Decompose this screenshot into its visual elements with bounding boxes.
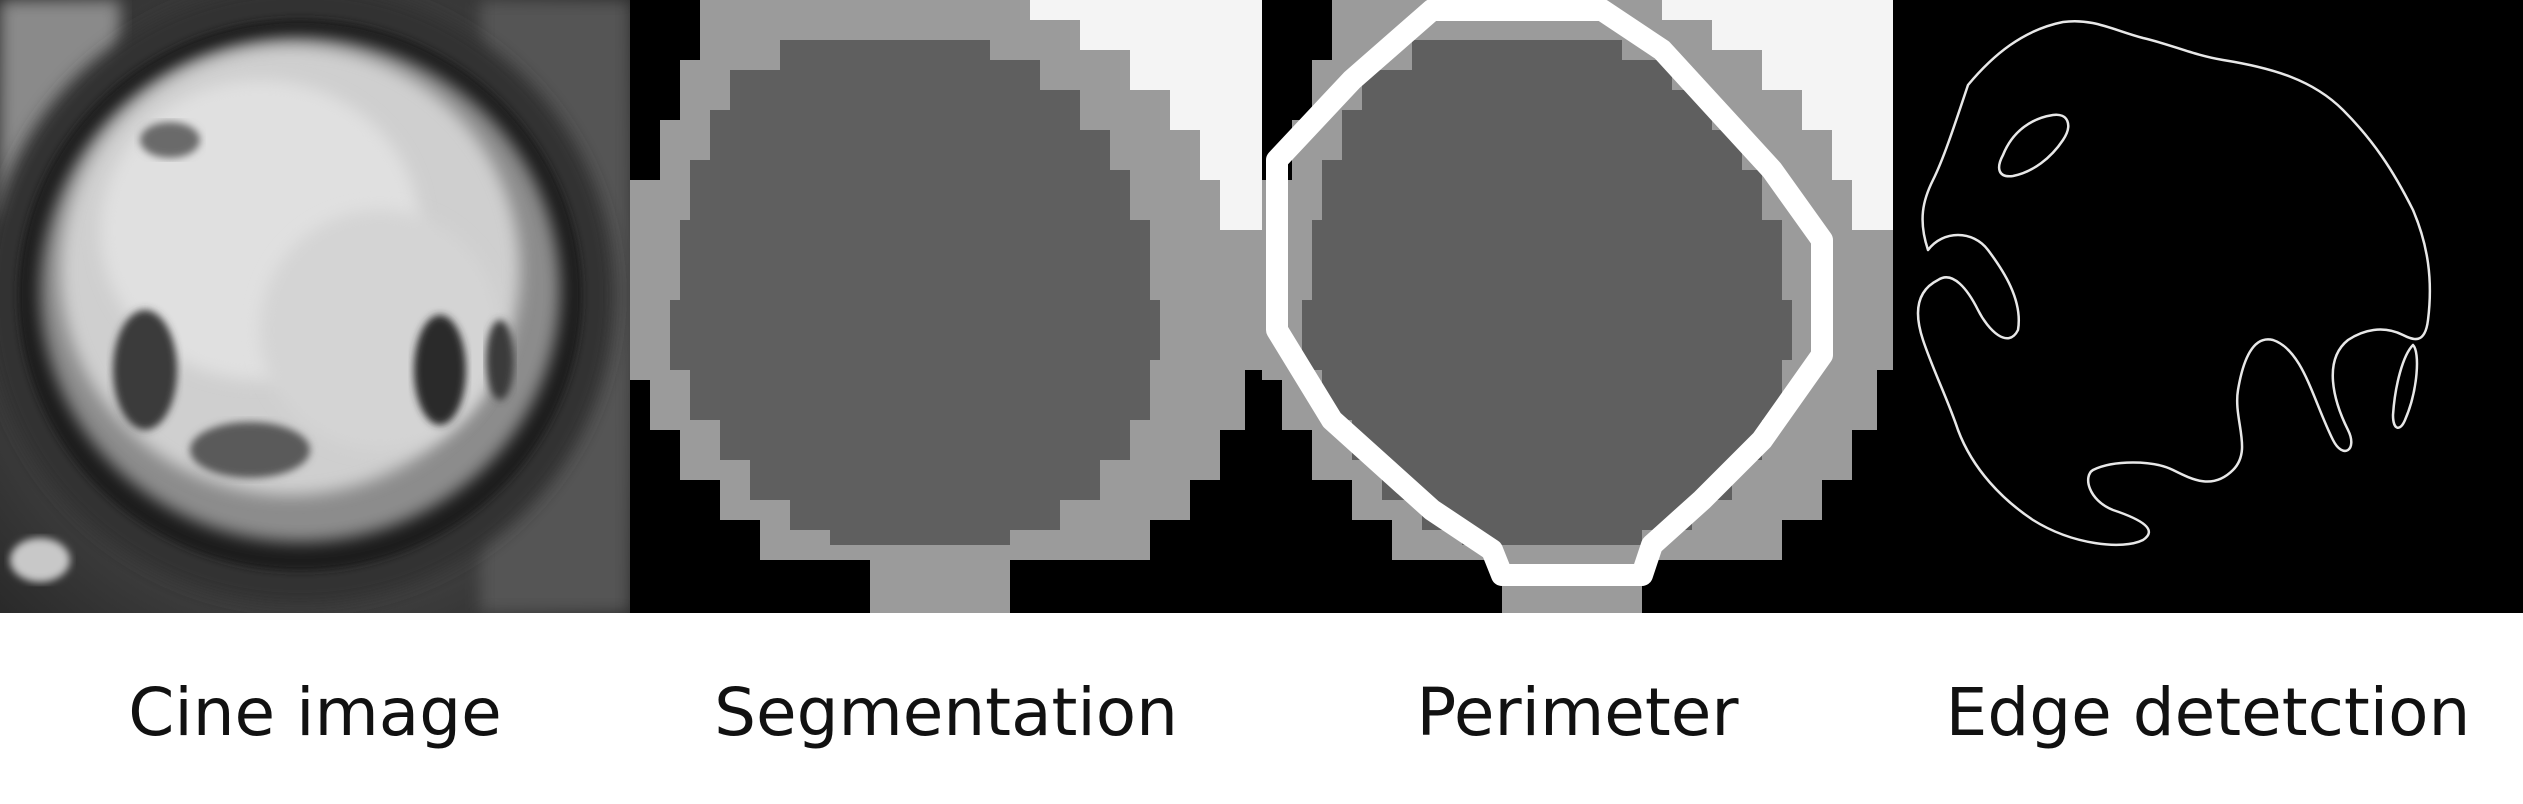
cine-image-caption: Cine image <box>128 674 502 751</box>
segmentation-caption: Segmentation <box>714 674 1178 751</box>
perimeter-overlay <box>1262 0 1893 613</box>
cine-mri-picture <box>0 0 630 613</box>
tissue-region <box>1030 0 1262 230</box>
cine-image-panel <box>0 0 630 613</box>
edge-map <box>1893 0 2523 613</box>
tissue-region <box>1662 0 1893 230</box>
edge-detection-panel <box>1893 0 2523 613</box>
blood-pool-region <box>670 40 1160 545</box>
blood-pool-region <box>1302 40 1792 545</box>
segmentation-panel <box>630 0 1262 613</box>
image-strip <box>0 0 2523 613</box>
right-edge-contour <box>2391 343 2419 429</box>
inner-edge-contour <box>1997 113 2070 178</box>
outer-edge-contour <box>1916 20 2432 546</box>
segmentation-map <box>630 0 1262 613</box>
perimeter-panel <box>1262 0 1893 613</box>
perimeter-contour <box>1266 0 1833 586</box>
edge-detection-caption: Edge detetction <box>1945 674 2471 751</box>
perimeter-caption: Perimeter <box>1416 674 1739 751</box>
